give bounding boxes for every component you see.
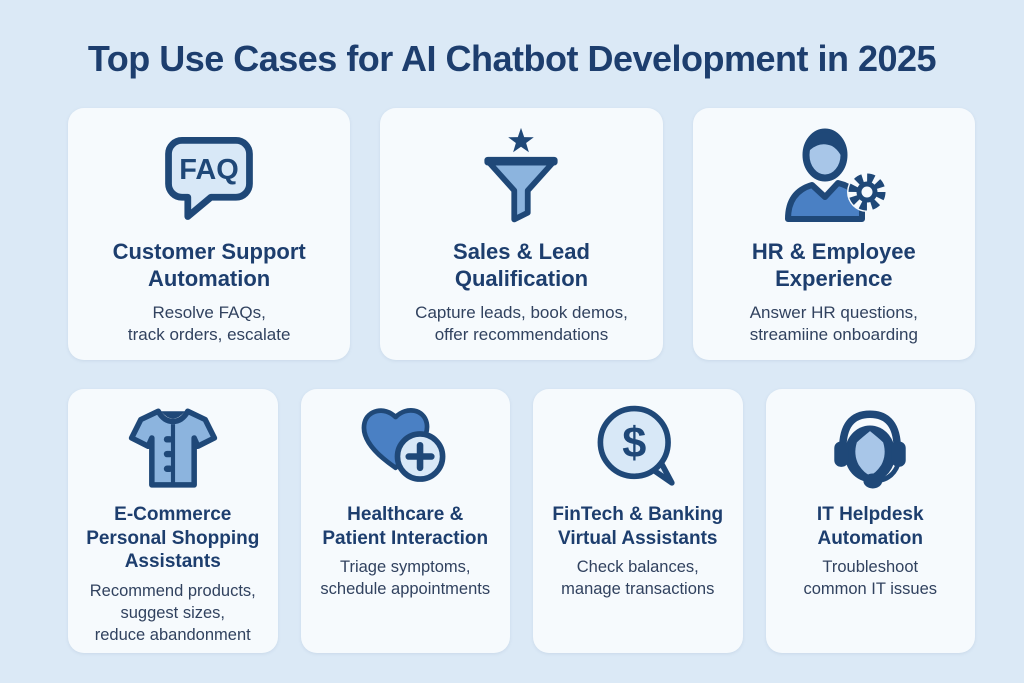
card-description: Check balances, manage transactions	[561, 558, 715, 599]
page-title: Top Use Cases for AI Chatbot Development…	[87, 38, 937, 79]
faq-icon-label: FAQ	[179, 154, 238, 186]
card-ecommerce-personal-shopping-assistants: E-Commerce Personal Shopping Assistants …	[68, 388, 278, 653]
employee-gear-icon	[778, 126, 890, 230]
card-description: Triage symptoms, schedule appointments	[320, 558, 491, 599]
card-title: Sales & Lead Qualification	[453, 238, 590, 292]
card-description: Troubleshoot common IT issues	[803, 558, 938, 599]
card-description: Capture leads, book demos, offer recomme…	[415, 302, 628, 345]
card-fintech-banking-virtual-assistants: $ FinTech & Banking Virtual Assistants C…	[533, 388, 743, 653]
card-title: IT Helpdesk Automation	[816, 503, 924, 549]
heart-medical-plus-icon	[356, 401, 454, 497]
card-description: Answer HR questions, streamiine onboardi…	[749, 302, 918, 345]
top-row: FAQ Customer Support Automation Resolve …	[68, 107, 975, 360]
dollar-sign-label: $	[622, 419, 646, 467]
card-healthcare-patient-interaction: Healthcare & Patient Interaction Triage …	[300, 388, 510, 653]
tshirt-icon	[126, 401, 220, 497]
card-description: Recommend products, suggest sizes, reduc…	[89, 582, 256, 644]
card-hr-employee-experience: HR & Employee Experience Answer HR quest…	[692, 107, 975, 360]
card-title: E-Commerce Personal Shopping Assistants	[86, 503, 260, 573]
dollar-chat-bubble-icon: $	[590, 401, 686, 497]
support-agent-headset-icon	[822, 401, 918, 497]
lead-funnel-star-icon	[471, 126, 571, 230]
card-sales-lead-qualification: Sales & Lead Qualification Capture leads…	[380, 107, 663, 360]
faq-speech-bubble-icon: FAQ	[156, 126, 262, 230]
card-description: Resolve FAQs, track orders, escalate	[127, 302, 291, 345]
card-title: HR & Employee Experience	[751, 238, 916, 292]
card-title: Healthcare & Patient Interaction	[322, 503, 489, 549]
card-title: FinTech & Banking Virtual Assistants	[552, 503, 724, 549]
bottom-row: E-Commerce Personal Shopping Assistants …	[68, 388, 975, 653]
card-customer-support-automation: FAQ Customer Support Automation Resolve …	[68, 107, 351, 360]
card-it-helpdesk-automation: IT Helpdesk Automation Troubleshoot comm…	[765, 388, 975, 653]
card-title: Customer Support Automation	[112, 238, 306, 292]
